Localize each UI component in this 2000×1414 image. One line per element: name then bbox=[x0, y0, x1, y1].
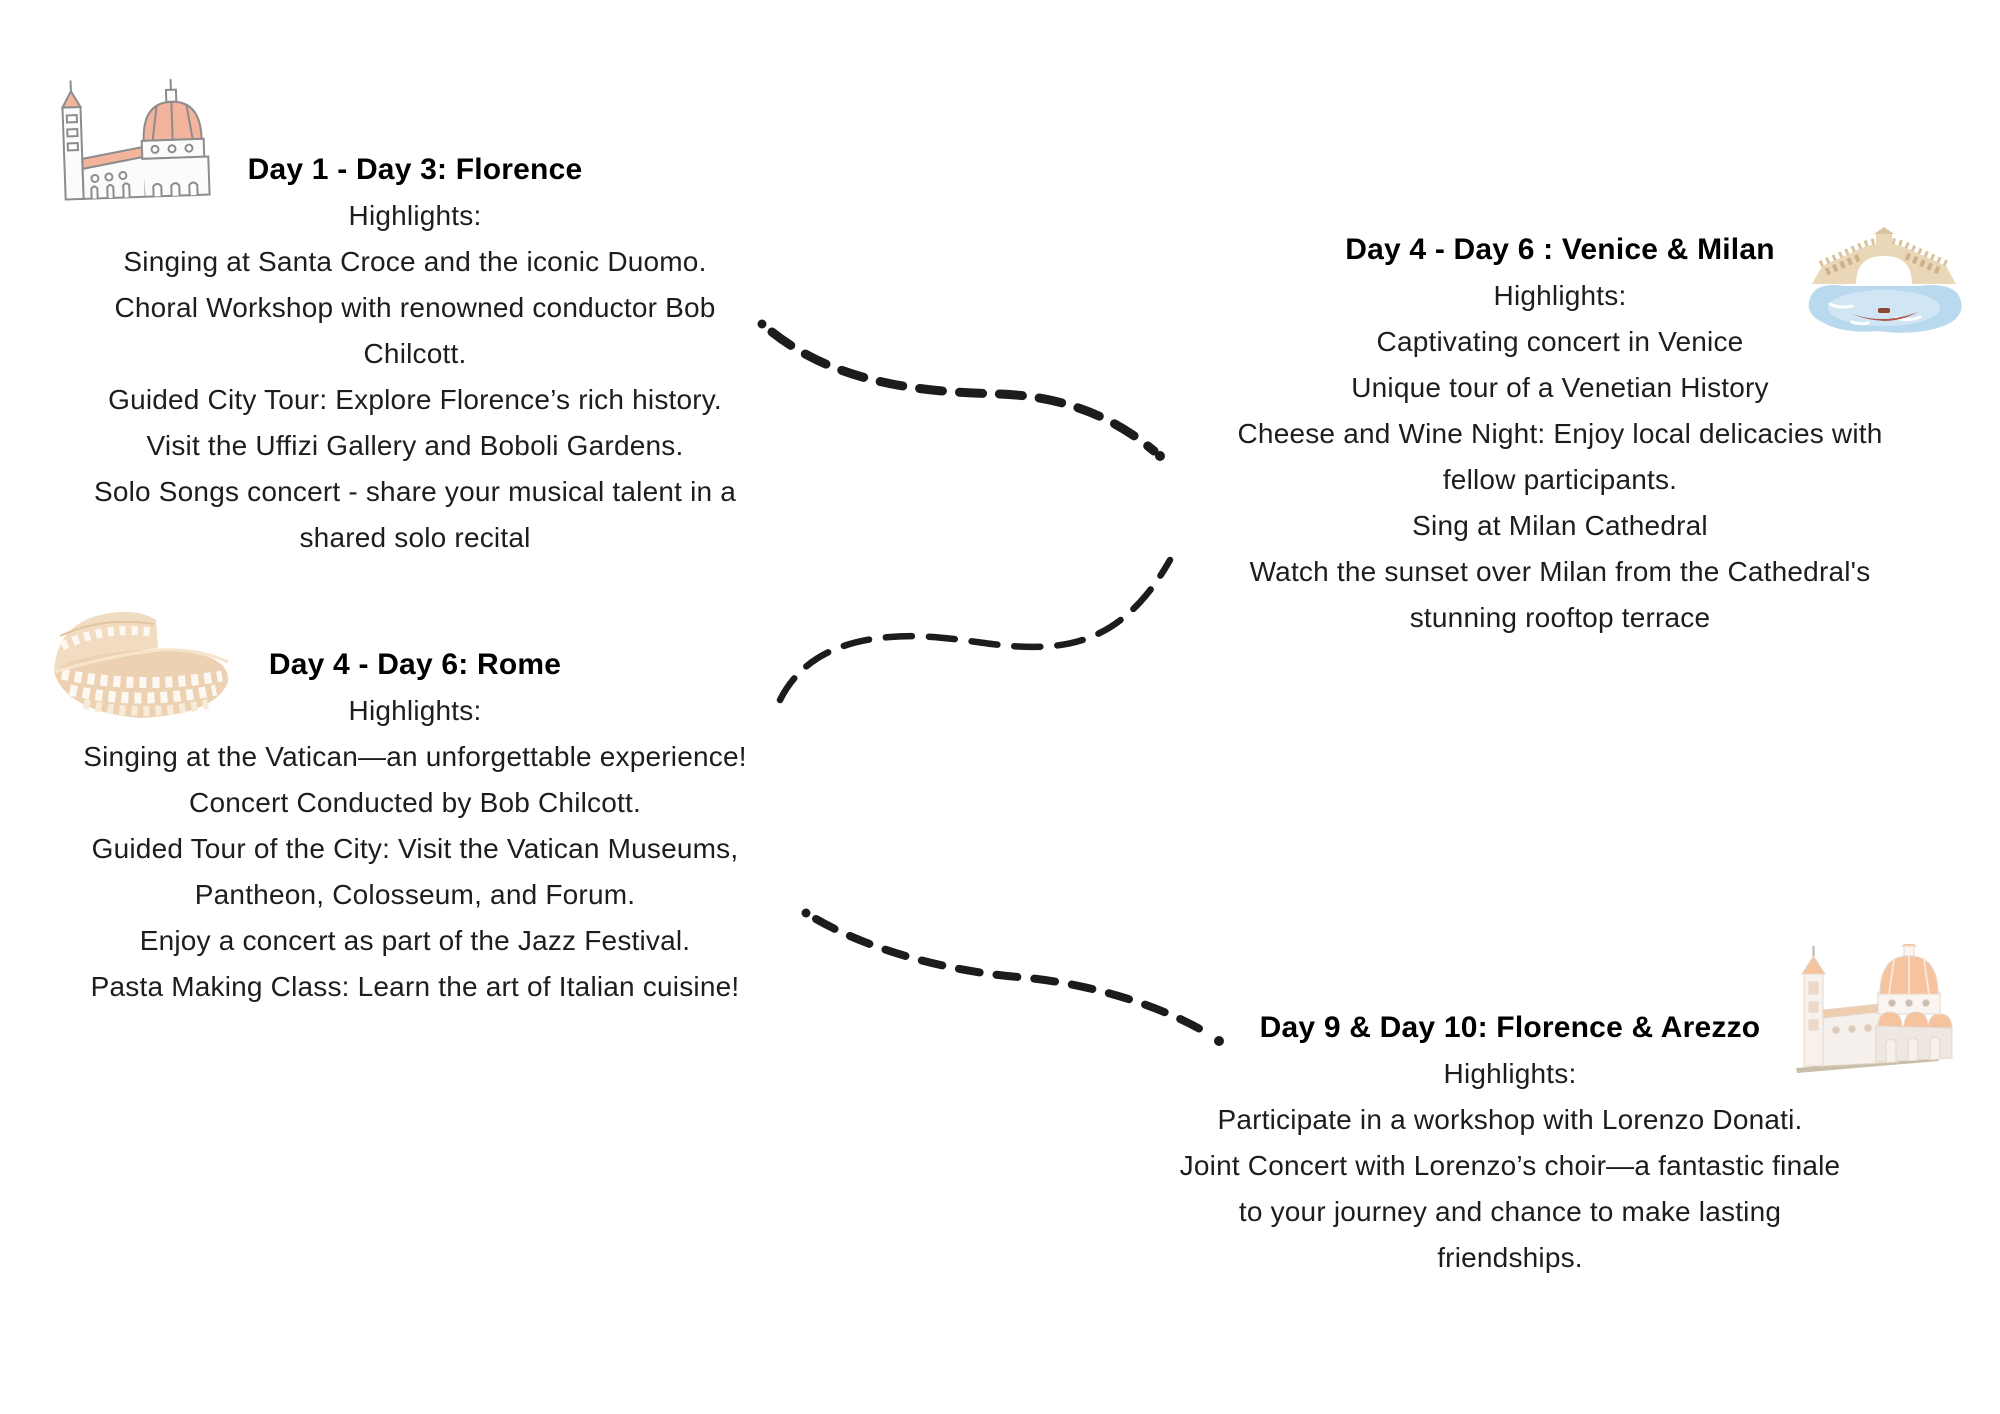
highlights-label: Highlights: bbox=[348, 695, 482, 726]
itinerary-line: Singing at the Vatican—an unforgettable … bbox=[83, 741, 747, 772]
itinerary-line: Guided City Tour: Explore Florence’s ric… bbox=[108, 384, 722, 415]
florence-cathedral-illustration bbox=[1786, 944, 1958, 1076]
itinerary-line: Sing at Milan Cathedral bbox=[1412, 510, 1708, 541]
section-florence-arezzo: Day 9 & Day 10: Florence & Arezzo Highli… bbox=[1110, 1005, 1910, 1281]
dashed-connector-rome-to-arezzo bbox=[801, 908, 1224, 1046]
itinerary-line: Watch the sunset over Milan from the Cat… bbox=[1249, 556, 1871, 587]
highlights-label: Highlights: bbox=[348, 200, 482, 231]
colosseum-illustration bbox=[48, 592, 233, 734]
itinerary-line: to your journey and chance to make lasti… bbox=[1238, 1196, 1782, 1227]
section-title-florence-arezzo: Day 9 & Day 10: Florence & Arezzo bbox=[1259, 1011, 1761, 1044]
highlights-label: Highlights: bbox=[1443, 1058, 1577, 1089]
florence-duomo-sketch-illustration bbox=[52, 74, 222, 226]
itinerary-line: Pantheon, Colosseum, and Forum. bbox=[194, 879, 636, 910]
itinerary-line: Chilcott. bbox=[363, 338, 467, 369]
itinerary-line: Pasta Making Class: Learn the art of Ita… bbox=[90, 971, 740, 1002]
itinerary-line: Captivating concert in Venice bbox=[1376, 326, 1744, 357]
itinerary-line: Unique tour of a Venetian History bbox=[1351, 372, 1769, 403]
section-title-florence: Day 1 - Day 3: Florence bbox=[247, 153, 583, 186]
itinerary-line: shared solo recital bbox=[299, 522, 531, 553]
itinerary-line: Enjoy a concert as part of the Jazz Fest… bbox=[139, 925, 691, 956]
itinerary-line: stunning rooftop terrace bbox=[1409, 602, 1711, 633]
itinerary-line: Guided Tour of the City: Visit the Vatic… bbox=[91, 833, 739, 864]
itinerary-line: Choral Workshop with renowned conductor … bbox=[114, 292, 716, 323]
itinerary-line: Joint Concert with Lorenzo’s choir—a fan… bbox=[1179, 1150, 1841, 1181]
section-title-venice-milan: Day 4 - Day 6 : Venice & Milan bbox=[1345, 233, 1775, 266]
itinerary-line: Solo Songs concert - share your musical … bbox=[93, 476, 737, 507]
itinerary-line: Participate in a workshop with Lorenzo D… bbox=[1217, 1104, 1803, 1135]
itinerary-line: friendships. bbox=[1437, 1242, 1583, 1273]
section-venice-milan: Day 4 - Day 6 : Venice & Milan Highlight… bbox=[1160, 227, 1960, 641]
itinerary-line: Concert Conducted by Bob Chilcott. bbox=[189, 787, 641, 818]
itinerary-line: Cheese and Wine Night: Enjoy local delic… bbox=[1237, 418, 1883, 449]
highlights-label: Highlights: bbox=[1493, 280, 1627, 311]
itinerary-line: Singing at Santa Croce and the iconic Du… bbox=[123, 246, 707, 277]
section-title-rome: Day 4 - Day 6: Rome bbox=[268, 648, 562, 681]
dashed-connector-rome-to-venice bbox=[776, 556, 1174, 704]
itinerary-line: fellow participants. bbox=[1442, 464, 1678, 495]
dashed-connector-florence-to-venice bbox=[757, 319, 1165, 461]
section-florence: Day 1 - Day 3: Florence Highlights: Sing… bbox=[30, 147, 800, 561]
itinerary-line: Visit the Uffizi Gallery and Boboli Gard… bbox=[146, 430, 684, 461]
section-rome: Day 4 - Day 6: Rome Highlights: Singing … bbox=[25, 642, 805, 1010]
rialto-bridge-illustration bbox=[1800, 220, 1968, 346]
